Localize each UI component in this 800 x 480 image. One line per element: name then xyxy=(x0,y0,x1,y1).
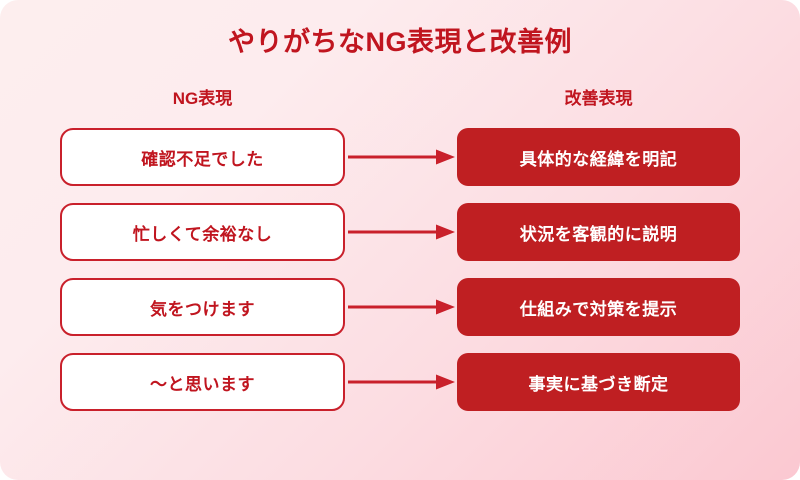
ng-expression-label: 〜と思います xyxy=(150,374,255,394)
ng-expression-box[interactable]: 忙しくて余裕なし xyxy=(60,203,345,261)
improved-expression-box[interactable]: 状況を客観的に説明 xyxy=(457,203,740,261)
improved-expression-box[interactable]: 事実に基づき断定 xyxy=(457,353,740,411)
column-header-improved: 改善表現 xyxy=(564,89,633,108)
comparison-row: 〜と思います 事実に基づき断定 xyxy=(0,353,800,411)
comparison-row: 確認不足でした 具体的な経緯を明記 xyxy=(0,128,800,186)
ng-expression-label: 確認不足でした xyxy=(141,149,264,169)
arrow-right-icon xyxy=(348,203,456,261)
improved-expression-label: 状況を客観的に説明 xyxy=(519,224,678,244)
ng-expression-label: 気をつけます xyxy=(150,299,255,319)
comparison-row: 気をつけます 仕組みで対策を提示 xyxy=(0,278,800,336)
ng-expression-box[interactable]: 〜と思います xyxy=(60,353,345,411)
arrow-right-icon xyxy=(348,278,456,336)
arrow-right-icon xyxy=(348,353,456,411)
improved-expression-box[interactable]: 具体的な経緯を明記 xyxy=(457,128,740,186)
improved-expression-label: 事実に基づき断定 xyxy=(528,374,669,394)
ng-expression-box[interactable]: 確認不足でした xyxy=(60,128,345,186)
page-title: やりがちなNG表現と改善例 xyxy=(228,27,572,57)
improved-expression-label: 具体的な経緯を明記 xyxy=(519,149,678,169)
arrow-right-icon xyxy=(348,128,456,186)
ng-expression-box[interactable]: 気をつけます xyxy=(60,278,345,336)
improved-expression-box[interactable]: 仕組みで対策を提示 xyxy=(457,278,740,336)
comparison-row: 忙しくて余裕なし 状況を客観的に説明 xyxy=(0,203,800,261)
column-header-ng: NG表現 xyxy=(172,89,233,108)
improved-expression-label: 仕組みで対策を提示 xyxy=(519,299,678,319)
ng-expression-label: 忙しくて余裕なし xyxy=(132,224,273,244)
